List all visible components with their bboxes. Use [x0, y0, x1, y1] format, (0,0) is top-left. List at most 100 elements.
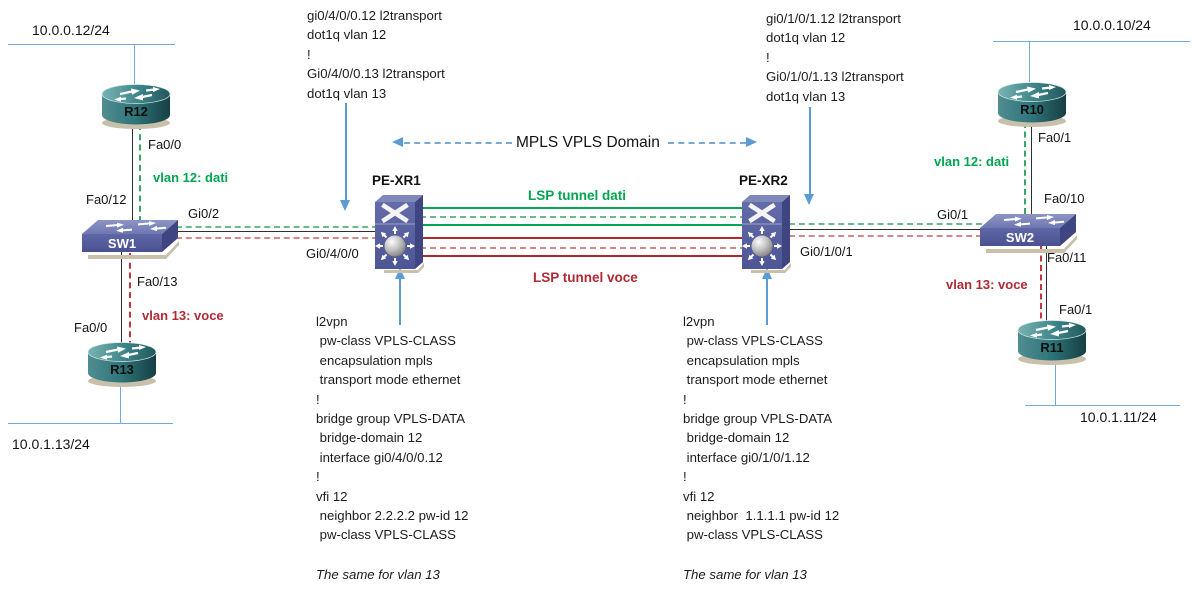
link-pe2-sw2 [789, 229, 982, 230]
config-line: ! [683, 391, 687, 407]
config-pe2-note: The same for vlan 13 [683, 566, 807, 582]
config-pe2-l2vpn-lines: l2vpn pw-class VPLS-CLASS encapsulation … [683, 312, 839, 545]
if-label-r13-fa0-0: Fa0/0 [74, 320, 108, 335]
mpls-domain-arrow-right-icon [746, 137, 757, 147]
callout-arrow-pe1-subif-line [345, 103, 347, 201]
config-pe1-l2vpn-lines: l2vpn pw-class VPLS-CLASS encapsulation … [316, 312, 469, 545]
config-line: pw-class VPLS-CLASS [683, 527, 823, 543]
link-pe2-sw2-vlan13 [789, 235, 982, 237]
config-line: ! [683, 469, 687, 485]
callout-arrow-pe1-l2vpn-line [399, 278, 401, 325]
arrow-up-icon-pe1 [395, 268, 405, 279]
network-label-top-left: 10.0.0.12/24 [32, 22, 110, 38]
config-line: pw-class VPLS-CLASS [316, 333, 456, 349]
switch-sw2-label: SW2 [1006, 230, 1034, 245]
vlan-label-left-dati: vlan 12: dati [153, 170, 229, 185]
config-line: neighbor 1.1.1.1 pw-id 12 [683, 508, 840, 524]
link-r10-sw2-vlan12 [1024, 122, 1026, 214]
config-pe2-l2vpn: l2vpn pw-class VPLS-CLASS encapsulation … [683, 312, 839, 584]
link-sw2-r11 [1046, 246, 1047, 328]
config-line: bridge group VPLS-DATA [316, 411, 466, 427]
if-label-pe2-gi0-1-0-1: Gi0/1/0/1 [800, 244, 853, 259]
link-sw1-r13 [121, 251, 122, 347]
mpls-domain-arrow-left-icon [392, 137, 403, 147]
switch-icon: SW2 [980, 214, 1077, 253]
router-r10: R10 [994, 80, 1070, 133]
link-sw2-r11-vlan13 [1040, 246, 1042, 328]
config-line: gi0/1/0/1.12 l2transport [766, 11, 901, 26]
if-label-sw2-fa0-11: Fa0/11 [1047, 250, 1087, 265]
if-label-r11-fa0-1: Fa0/1 [1059, 302, 1093, 317]
config-line: neighbor 2.2.2.2 pw-id 12 [316, 508, 469, 524]
config-line: dot1q vlan 13 [307, 85, 387, 101]
if-label-sw2-fa0-10: Fa0/10 [1044, 191, 1085, 206]
lsp-dati-line-2 [420, 224, 746, 226]
link-sw1-pe1-vlan12 [176, 226, 378, 228]
config-line: bridge group VPLS-DATA [683, 411, 833, 427]
config-line: pw-class VPLS-CLASS [683, 333, 823, 349]
vlan-label-right-dati: vlan 12: dati [934, 154, 1010, 169]
switch-sw2: SW2 [978, 208, 1078, 261]
config-pe1-l2vpn: l2vpn pw-class VPLS-CLASS encapsulation … [316, 312, 469, 584]
network-label-top-right: 10.0.0.10/24 [1073, 17, 1151, 33]
switch-sw1: SW1 [80, 214, 180, 267]
if-label-sw1-fa0-12: Fa0/12 [86, 192, 127, 207]
link-r12-sw1 [132, 124, 133, 222]
lsp-voce-line-1 [420, 237, 746, 239]
router-icon: R12 [101, 84, 171, 129]
pe-router-pe1 [372, 192, 426, 279]
vlan-label-right-voce: vlan 13: voce [946, 277, 1028, 292]
lsp-voce-label: LSP tunnel voce [533, 270, 638, 285]
link-r12-sw1-vlan12 [139, 124, 141, 222]
router-r11-label: R11 [1040, 340, 1063, 355]
config-line: vfi 12 [316, 488, 348, 504]
lan-line-top-left [8, 44, 175, 45]
arrow-down-icon-pe1 [340, 200, 350, 211]
lan-stub-r10 [1029, 41, 1030, 82]
config-line: bridge-domain 12 [316, 430, 423, 446]
lsp-dati-line-dashed [420, 216, 746, 218]
network-label-bottom-right: 10.0.1.11/24 [1080, 409, 1157, 425]
if-label-r10-fa0-1: Fa0/1 [1038, 130, 1072, 145]
router-r13: R13 [84, 340, 160, 393]
config-line: pw-class VPLS-CLASS [316, 527, 456, 543]
link-sw1-pe1-vlan13 [176, 237, 378, 239]
if-label-sw1-gi0-2: Gi0/2 [188, 206, 220, 221]
config-line: dot1q vlan 12 [307, 27, 387, 43]
router-r10-label: R10 [1020, 102, 1044, 117]
pe-router-pe2 [739, 192, 793, 279]
lan-stub-r12 [134, 44, 135, 84]
config-line: ! [316, 391, 320, 407]
config-line: vfi 12 [683, 488, 715, 504]
callout-arrow-pe2-l2vpn-line [766, 278, 768, 325]
arrow-up-icon-pe2 [762, 268, 772, 279]
lan-line-top-right [993, 41, 1190, 42]
router-icon: R13 [87, 342, 157, 387]
lsp-voce-line-dashed [420, 247, 746, 249]
arrow-down-icon-pe2 [804, 194, 814, 205]
config-line: Gi0/1/0/1.13 l2transport [766, 69, 904, 85]
if-label-sw1-fa0-13: Fa0/13 [137, 274, 178, 289]
link-sw1-pe1 [176, 231, 378, 232]
lsp-voce-line-2 [420, 255, 746, 257]
config-line: l2vpn [683, 314, 715, 329]
config-line: l2vpn [316, 314, 348, 329]
config-line: gi0/4/0/0.12 l2transport [307, 8, 442, 23]
pe2-label: PE-XR2 [739, 173, 788, 188]
callout-arrow-pe2-subif-line [809, 107, 811, 195]
if-label-sw2-gi0-1: Gi0/1 [937, 207, 969, 222]
config-line: encapsulation mpls [683, 352, 800, 368]
if-label-pe1-gi0-4-0-0: Gi0/4/0/0 [306, 246, 359, 261]
config-line: transport mode ethernet [316, 372, 461, 388]
mpls-domain-arrow-left-line [404, 142, 512, 144]
link-sw1-r13-vlan13 [129, 253, 131, 347]
lsp-dati-line-1 [420, 207, 746, 209]
link-r10-sw2 [1031, 122, 1032, 214]
config-line: ! [766, 49, 770, 65]
router-r12-label: R12 [124, 104, 148, 119]
lsp-dati-label: LSP tunnel dati [528, 188, 627, 203]
router-r11: R11 [1014, 318, 1090, 371]
lan-line-bottom-left [8, 423, 173, 424]
